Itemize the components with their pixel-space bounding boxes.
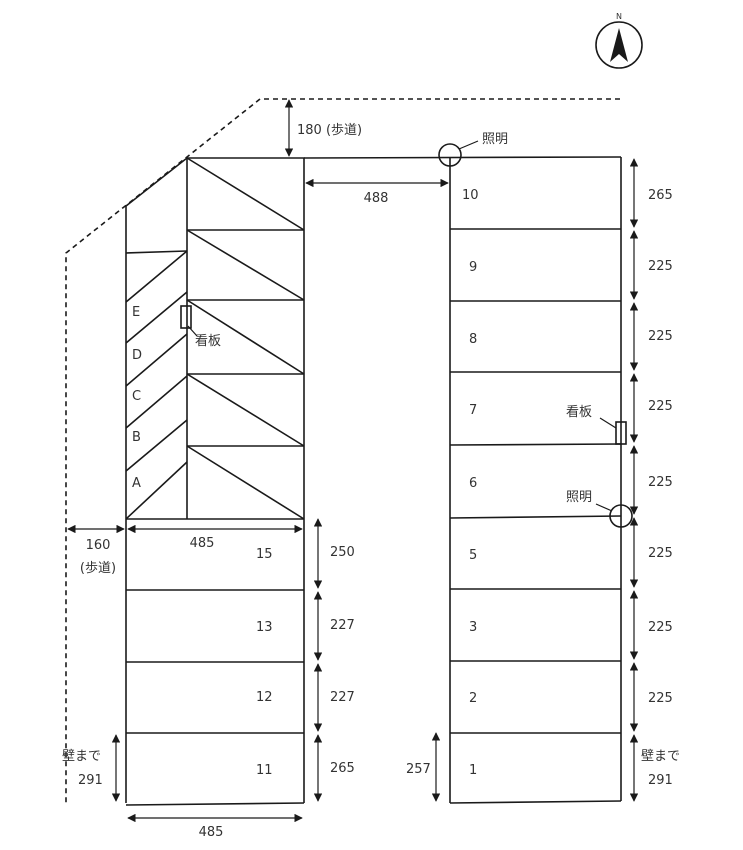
compass-icon: N [595,12,643,69]
right-row-dim-6: 225 [648,546,673,561]
sidewalk-left-label: (歩道) [80,561,116,576]
light-label-top: 照明 [482,132,508,147]
right-row-dim-1: 265 [648,188,673,203]
bike-slot-label: E [132,305,140,320]
aisle-bottom-dim: 257 [406,762,431,777]
dimension-lines [67,99,639,823]
bike-slot-label: C [132,389,141,404]
space-number: 1 [469,763,477,778]
space-number: 6 [469,476,477,491]
sign-label-left: 看板 [195,333,221,349]
light-fixture-top [438,143,462,167]
left-wall-dim: 291 [78,773,103,788]
left-wall-label: 壁まで [62,749,101,764]
left-row-dim-1: 250 [330,545,355,560]
space-number: 13 [256,620,273,635]
space-number: 11 [256,763,273,778]
space-number: 5 [469,548,477,563]
space-number: 9 [469,260,477,275]
right-parking-block [303,156,622,804]
bottom-width-label: 485 [199,825,224,840]
space-number: 10 [462,188,479,203]
sidewalk-top-label: 180 (歩道) [297,123,362,138]
left-row-dim-3: 227 [330,690,355,705]
light-label-right: 照明 [566,490,592,505]
sign-board-left [180,305,192,329]
space-number: 12 [256,690,273,705]
sign-label-right: 看板 [566,404,592,420]
right-wall-label: 壁まで [641,749,680,764]
sidewalk-left-value: 160 [86,538,111,553]
space-number: 2 [469,691,477,706]
sign-board-right [615,421,627,445]
bike-slot-label: D [132,348,142,363]
left-parking-block [125,157,305,806]
right-row-dim-7: 225 [648,620,673,635]
left-block-width-label: 485 [190,536,215,551]
bike-slot-label: B [132,430,141,445]
bike-slot-label: A [132,476,141,491]
space-number: 3 [469,620,477,635]
right-row-dim-4: 225 [648,399,673,414]
right-wall-dim: 291 [648,773,673,788]
property-boundary-dashed [65,98,620,806]
left-row-dim-2: 227 [330,618,355,633]
right-row-dim-5: 225 [648,475,673,490]
space-number: 7 [469,403,477,418]
space-number: 15 [256,547,273,562]
left-row-dim-4: 265 [330,761,355,776]
right-row-dim-3: 225 [648,329,673,344]
light-fixture-right [609,504,633,528]
aisle-width-label: 488 [364,191,389,206]
compass-north-label: N [616,12,622,21]
space-number: 8 [469,332,477,347]
angled-parking-area [125,157,305,520]
right-row-dim-8: 225 [648,691,673,706]
right-row-dim-2: 225 [648,259,673,274]
